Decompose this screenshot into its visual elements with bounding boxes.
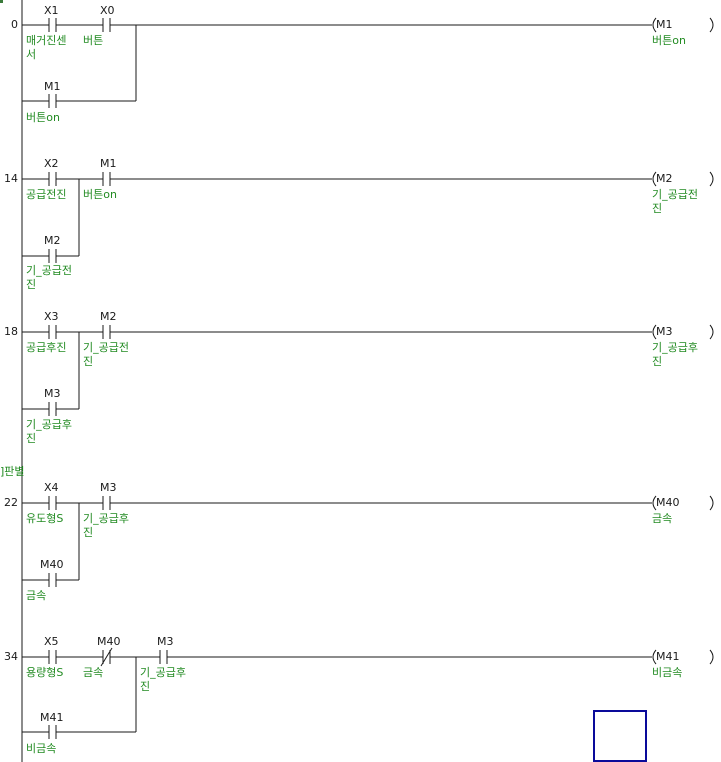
rung-18[interactable] — [22, 324, 714, 416]
corner-mark — [0, 0, 3, 3]
contact-address: M3 — [100, 481, 117, 494]
contact-comment: 기_공급전 진 — [83, 341, 129, 368]
contact-comment: 버튼on — [83, 188, 117, 201]
contact-comment: 기_공급후 진 — [140, 666, 186, 693]
branch-address: M3 — [44, 387, 61, 400]
coil-address: M40 — [656, 496, 680, 509]
contact-comment: 유도형S — [26, 512, 64, 525]
section-label: ]판별 — [0, 465, 25, 478]
branch-address: M1 — [44, 80, 61, 93]
rung-22[interactable] — [22, 495, 714, 587]
branch-address: M41 — [40, 711, 64, 724]
coil-address: M1 — [656, 18, 673, 31]
branch-comment: 버튼on — [26, 111, 60, 124]
step-number: 14 — [4, 172, 18, 185]
rung-14[interactable] — [22, 171, 714, 263]
step-number: 22 — [4, 496, 18, 509]
branch-address: M40 — [40, 558, 64, 571]
coil-address: M2 — [656, 172, 673, 185]
contact-comment: 공급전진 — [26, 188, 67, 201]
step-number: 18 — [4, 325, 18, 338]
step-number: 34 — [4, 650, 18, 663]
coil-comment: 기_공급후 진 — [652, 341, 698, 368]
coil-m2[interactable] — [652, 171, 657, 187]
contact-address: X3 — [44, 310, 59, 323]
coil-comment: 기_공급전 진 — [652, 188, 698, 215]
contact-comment: 버튼 — [83, 34, 104, 47]
contact-comment: 기_공급후 진 — [83, 512, 129, 539]
contact-address: X4 — [44, 481, 59, 494]
contact-address: X0 — [100, 4, 115, 17]
contact-comment: 매거진센 서 — [26, 34, 67, 61]
contact-address: M2 — [100, 310, 117, 323]
contact-comment: 금속 — [83, 666, 104, 679]
contact-address: X2 — [44, 157, 59, 170]
contact-comment: 공급후진 — [26, 341, 67, 354]
branch-comment: 비금속 — [26, 742, 57, 755]
step-number: 0 — [11, 18, 18, 31]
contact-address: M3 — [157, 635, 174, 648]
branch-address: M2 — [44, 234, 61, 247]
coil-m1[interactable] — [652, 17, 657, 33]
branch-comment: 금속 — [26, 589, 47, 602]
rung-0[interactable] — [22, 17, 714, 108]
coil-comment: 비금속 — [652, 666, 683, 679]
contact-address: M40 — [97, 635, 121, 648]
coil-address: M3 — [656, 325, 673, 338]
coil-m3[interactable] — [652, 324, 657, 340]
contact-address: X5 — [44, 635, 59, 648]
branch-comment: 기_공급후 진 — [26, 418, 72, 445]
cursor-selection-box[interactable] — [593, 710, 647, 762]
rung-34[interactable] — [22, 647, 714, 739]
coil-comment: 금속 — [652, 512, 673, 525]
contact-address: M1 — [100, 157, 117, 170]
branch-comment: 기_공급전 진 — [26, 264, 72, 291]
coil-address: M41 — [656, 650, 680, 663]
contact-address: X1 — [44, 4, 59, 17]
coil-m40[interactable] — [652, 495, 657, 511]
coil-comment: 버튼on — [652, 34, 686, 47]
contact-comment: 용량형S — [26, 666, 64, 679]
coil-m41[interactable] — [652, 649, 657, 665]
